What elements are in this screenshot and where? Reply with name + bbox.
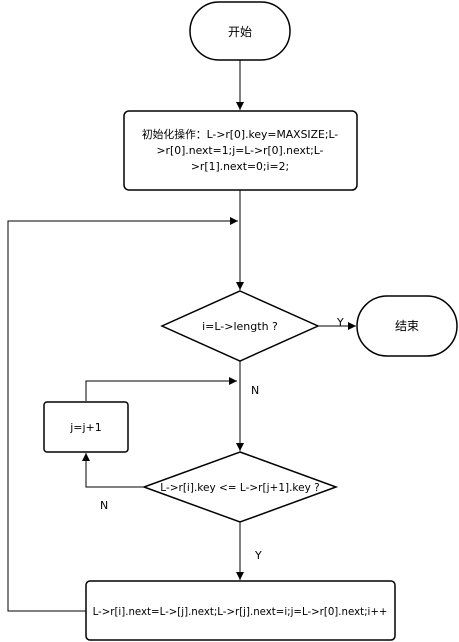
edge-label-cond1-no: N [251,384,259,397]
edge-label-cond1-yes: Y [336,316,344,329]
cond2-decision [141,451,339,523]
assign-node [85,580,396,641]
start-label: 开始 [228,25,252,39]
node-labels: 开始 初始化操作：L->r[0].key=MAXSIZE;L- >r[0].ne… [69,25,419,618]
cond2-label: L->r[i].key <= L->r[j+1].key ? [160,482,319,494]
edge-inc-to-loop [85,377,237,401]
init-label-line-2: >r[0].next=1;j=L->r[0].next;L- [157,144,324,157]
nodes [43,1,458,641]
edge-label-cond2-yes: Y [254,549,262,562]
inc-node [43,401,129,453]
init-node [123,110,358,191]
edge-cond2-no-to-inc [82,453,146,488]
inc-label: j=j+1 [69,421,102,434]
start-node [189,1,291,61]
init-label-line-3: >r[1].next=0;i=2; [191,160,289,173]
end-label: 结束 [395,319,419,333]
cond1-label: i=L->length ? [202,320,278,333]
cond1-decision [160,290,320,362]
assign-label: L->r[i].next=L->[j].next;L->r[j].next=i;… [93,607,388,618]
edge-label-cond2-no: N [100,499,108,512]
edges [7,60,356,612]
edge-assign-loop-back [7,217,238,612]
edge-labels: Y N N Y [100,316,344,562]
end-node [356,295,458,357]
init-label-line-1: 初始化操作：L->r[0].key=MAXSIZE;L- [142,127,338,141]
